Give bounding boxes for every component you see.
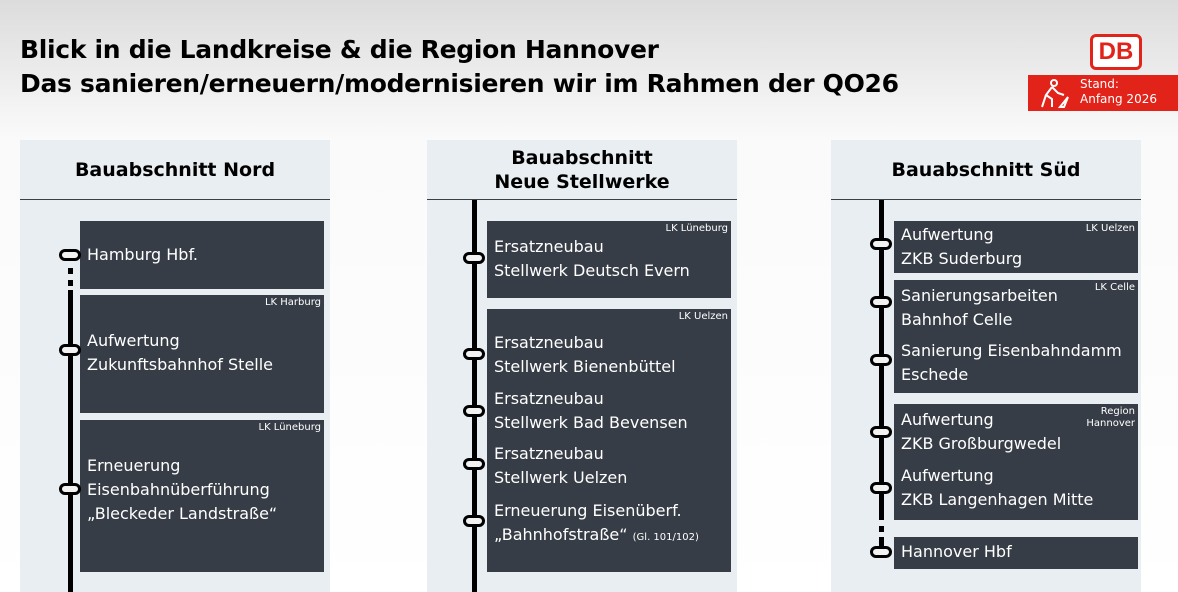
- district-label: LK Harburg: [264, 297, 321, 308]
- project-line: Aufwertung: [901, 466, 994, 485]
- station-marker: [59, 483, 81, 495]
- station-name: Hannover Hbf: [901, 542, 1012, 561]
- title-line: Bauabschnitt: [511, 146, 653, 169]
- district-label: LK Uelzen: [1085, 223, 1135, 234]
- station-marker: [870, 482, 892, 494]
- project-line: Zukunftsbahnhof Stelle: [87, 355, 274, 374]
- district-label: LK Celle: [1094, 282, 1135, 293]
- track-note: (Gl. 101/102): [632, 532, 699, 543]
- project-line: Ersatzneubau: [494, 333, 604, 352]
- track-dash: [68, 268, 73, 274]
- project-line: „Bleckeder Landstraße“: [87, 504, 278, 523]
- project-line: Stellwerk Uelzen: [494, 468, 628, 487]
- district-label: LK Uelzen: [678, 311, 728, 322]
- project-line: Erneuerung Eisenüberf.: [494, 501, 682, 520]
- project-line: Ersatzneubau: [494, 444, 604, 463]
- project-line: „Bahnhofstraße“: [494, 525, 628, 544]
- project-line: Aufwertung: [901, 410, 994, 429]
- project-line: Stellwerk Bad Bevensen: [494, 413, 688, 432]
- title-line-1: Blick in die Landkreise & die Region Han…: [20, 35, 659, 64]
- station-marker: [463, 405, 485, 417]
- project-line: Eisenbahnüberführung: [87, 480, 270, 499]
- track-dash: [879, 526, 884, 532]
- project-line: Bahnhof Celle: [901, 310, 1013, 329]
- station-box: Hannover Hbf: [894, 537, 1138, 569]
- track-line: [68, 290, 73, 592]
- station-marker: [870, 546, 892, 558]
- station-marker: [463, 458, 485, 470]
- project-line: Eschede: [901, 365, 969, 384]
- stand-label: Stand:: [1080, 77, 1119, 91]
- project-line: ZKB Suderburg: [901, 249, 1023, 268]
- title-line: Neue Stellwerke: [494, 170, 670, 193]
- station-marker: [870, 426, 892, 438]
- stand-badge: Stand: Anfang 2026: [1028, 75, 1178, 111]
- project-line: Ersatzneubau: [494, 237, 604, 256]
- station-marker: [870, 354, 892, 366]
- track-dash: [879, 537, 884, 547]
- track-line: [472, 200, 477, 592]
- project-line: ZKB Großburgwedel: [901, 434, 1062, 453]
- db-logo: DB: [1090, 34, 1142, 70]
- column-title: Bauabschnitt Nord: [20, 140, 330, 200]
- project-line: ZKB Langenhagen Mitte: [901, 490, 1094, 509]
- title-line-2: Das sanieren/erneuern/modernisieren wir …: [20, 69, 899, 98]
- project-line: Ersatzneubau: [494, 389, 604, 408]
- label-line: Hannover: [1086, 418, 1135, 429]
- station-marker: [463, 348, 485, 360]
- stand-date: Anfang 2026: [1080, 92, 1157, 106]
- construction-worker-icon: [1041, 79, 1069, 108]
- station-name: Hamburg Hbf.: [87, 245, 198, 264]
- page-title: Blick in die Landkreise & die Region Han…: [20, 33, 899, 101]
- project-line: Erneuerung: [87, 456, 181, 475]
- station-marker: [59, 344, 81, 356]
- district-label: LK Lüneburg: [665, 223, 729, 234]
- project-line: Aufwertung: [901, 225, 994, 244]
- column-title: Bauabschnitt Süd: [831, 140, 1141, 200]
- project-line: Stellwerk Deutsch Evern: [494, 261, 690, 280]
- station-marker: [870, 296, 892, 308]
- station-marker: [59, 249, 81, 261]
- station-marker: [463, 252, 485, 264]
- project-line: Aufwertung: [87, 331, 180, 350]
- station-marker: [870, 238, 892, 250]
- label-line: Region: [1100, 406, 1135, 417]
- station-marker: [463, 515, 485, 527]
- project-line: Sanierungsarbeiten: [901, 286, 1058, 305]
- project-line: Stellwerk Bienenbüttel: [494, 357, 676, 376]
- station-box: Hamburg Hbf.: [80, 221, 324, 289]
- track-dash: [68, 280, 73, 286]
- project-line: Sanierung Eisenbahndamm: [901, 341, 1122, 360]
- district-label: LK Lüneburg: [258, 422, 322, 433]
